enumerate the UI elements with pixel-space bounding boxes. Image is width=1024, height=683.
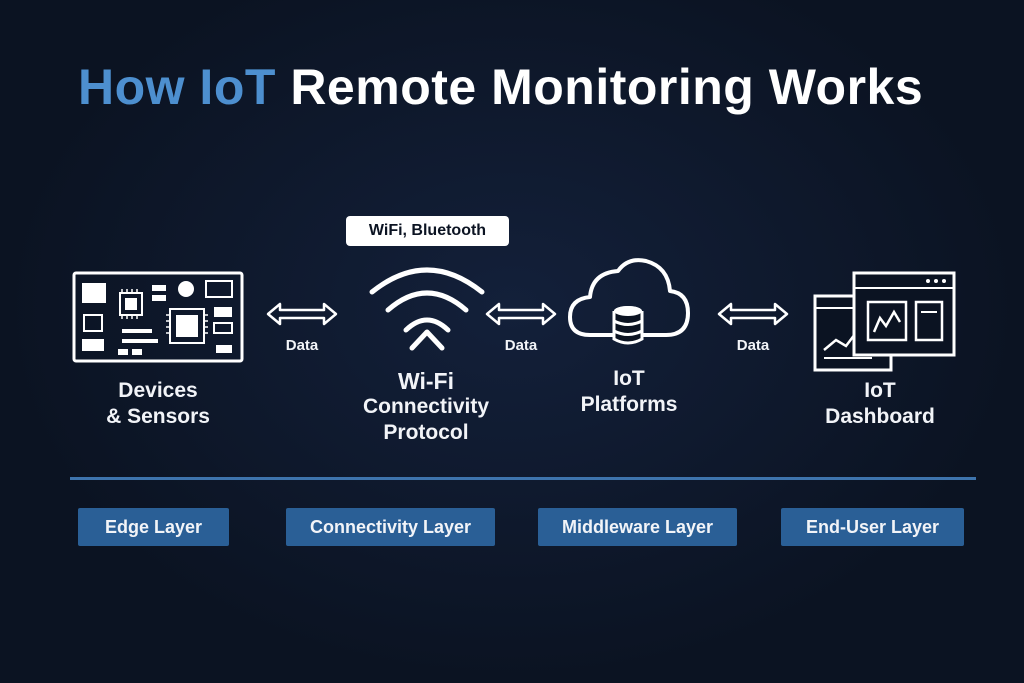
title-accent: How IoT	[78, 59, 276, 115]
node-label-line: Platforms	[580, 393, 678, 416]
page-title: How IoT Remote Monitoring Works	[78, 58, 923, 116]
node-label-line: Connectivity	[362, 395, 490, 418]
arrow-label: Data	[736, 337, 770, 354]
double-arrow-icon	[717, 302, 789, 326]
wifi-icon	[366, 262, 488, 354]
layer-badge-connectivity: Connectivity Layer	[286, 508, 495, 546]
node-label-wifi: Wi-Fi Connectivity Protocol	[336, 368, 516, 446]
node-label-line: Dashboard	[825, 405, 935, 428]
node-label-line: IoT	[613, 367, 645, 390]
arrow-label: Data	[504, 337, 538, 354]
node-label-dashboard: IoT Dashboard	[800, 378, 960, 430]
circuit-board-icon	[72, 271, 244, 363]
cloud-database-icon	[566, 255, 692, 351]
double-arrow-icon	[266, 302, 338, 326]
double-arrow-icon	[485, 302, 557, 326]
layer-badge-end-user: End-User Layer	[781, 508, 964, 546]
layer-badge-edge: Edge Layer	[78, 508, 229, 546]
data-arrow: Data	[713, 300, 793, 354]
data-arrow: Data	[262, 300, 342, 354]
dashboard-windows-icon	[812, 270, 958, 376]
node-label-line: & Sensors	[106, 405, 210, 428]
arrow-label: Data	[285, 337, 319, 354]
data-arrow: Data	[481, 300, 561, 354]
node-label-line: IoT	[864, 379, 896, 402]
node-label-line: Wi-Fi	[398, 368, 454, 394]
layer-divider	[70, 477, 976, 480]
title-rest: Remote Monitoring Works	[290, 59, 924, 115]
node-label-line: Devices	[118, 379, 198, 402]
connectivity-tag: WiFi, Bluetooth	[346, 216, 509, 246]
node-label-platforms: IoT Platforms	[549, 366, 709, 418]
layer-badge-middleware: Middleware Layer	[538, 508, 737, 546]
node-label-line: Protocol	[383, 421, 469, 444]
node-label-devices: Devices & Sensors	[72, 378, 244, 430]
